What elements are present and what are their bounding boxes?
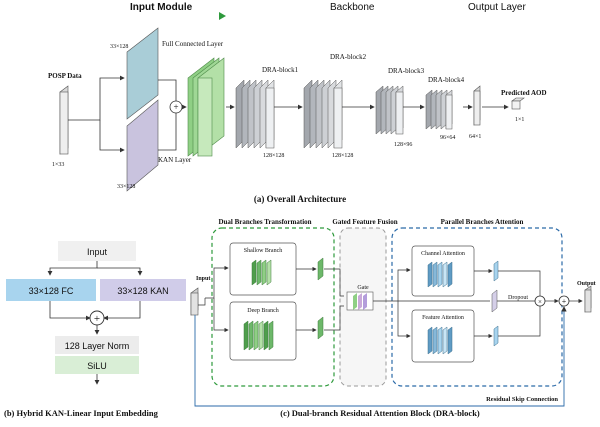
panel-a-caption: (a) Overall Architecture bbox=[254, 194, 346, 204]
feature-layer bbox=[432, 326, 438, 355]
channel-attention-label: Channel Attention bbox=[421, 251, 465, 257]
channel-layer bbox=[427, 261, 433, 288]
b-norm-label: 128 Layer Norm bbox=[65, 341, 130, 351]
gate-label: Gate bbox=[357, 285, 369, 291]
parallel-attention-title: Parallel Branches Attention bbox=[441, 218, 524, 226]
b-silu-label: SiLU bbox=[87, 361, 107, 371]
panel-b: Input 33×128 FC 33×128 KAN + 128 Layer N… bbox=[4, 241, 186, 418]
deep-layer bbox=[248, 320, 254, 351]
deep-layer bbox=[268, 320, 274, 351]
deep-layer bbox=[258, 320, 264, 351]
header: Input Module Backbone Output Layer bbox=[56, 2, 552, 20]
c-output-label: Output bbox=[577, 281, 596, 287]
dropout-label: Dropout bbox=[508, 295, 528, 301]
dra-block4-dim: 96×64 bbox=[440, 135, 455, 141]
panel-c-caption: (c) Dual-branch Residual Attention Block… bbox=[280, 408, 480, 418]
deep-layer bbox=[253, 320, 259, 351]
dra-block2-dim: 128×128 bbox=[332, 153, 353, 159]
kan-layer-label: KAN Layer bbox=[158, 156, 192, 164]
svg-text:+: + bbox=[173, 102, 178, 112]
dra-block3-label: DRA-block3 bbox=[388, 67, 425, 75]
input-arrowhead bbox=[219, 12, 226, 20]
posp-data-vector bbox=[59, 91, 69, 155]
shallow-branch-label: Shallow Branch bbox=[244, 248, 283, 254]
c-input-label: Input bbox=[196, 276, 210, 282]
residual-skip-label: Residual Skip Connection bbox=[486, 396, 558, 403]
fc-dim-label: 33×128 bbox=[110, 44, 128, 50]
feature-layer bbox=[442, 326, 448, 355]
feature-attention-label: Feature Attention bbox=[422, 315, 464, 321]
b-silu-box bbox=[55, 356, 139, 374]
dual-branches-title: Dual Branches Transformation bbox=[218, 218, 311, 226]
svg-text:+: + bbox=[562, 297, 567, 306]
deep-branch-label: Deep Branch bbox=[247, 308, 279, 314]
b-norm-box bbox=[55, 336, 139, 354]
predicted-aod-cube bbox=[511, 100, 521, 110]
b-kan-box bbox=[100, 279, 186, 301]
dual-branches-frame bbox=[211, 227, 335, 387]
output-layer-label: Output Layer bbox=[468, 2, 526, 13]
shallow-layer bbox=[261, 259, 267, 286]
b-input-label: Input bbox=[87, 247, 108, 257]
feature-layer bbox=[427, 326, 433, 355]
dra-block4-front bbox=[445, 94, 453, 130]
predicted-aod-label: Predicted AOD bbox=[501, 89, 547, 97]
feature-attention-stack bbox=[427, 326, 453, 355]
c-output-block bbox=[584, 289, 592, 313]
dra-block4-label: DRA-block4 bbox=[428, 76, 465, 84]
dra-block3-dim: 128×96 bbox=[394, 142, 412, 148]
pred-dim: 1×1 bbox=[515, 117, 524, 123]
backbone-label: Backbone bbox=[330, 2, 375, 13]
output-dim: 64×1 bbox=[469, 134, 481, 140]
feature-output bbox=[493, 325, 499, 347]
shallow-layer bbox=[251, 259, 257, 286]
dra-block1-dim: 128×128 bbox=[263, 153, 284, 159]
channel-layer bbox=[442, 261, 448, 288]
embedding-stack bbox=[187, 57, 225, 157]
posp-data-label: POSP Data bbox=[48, 72, 82, 80]
shallow-layer bbox=[266, 259, 272, 286]
feature-layer bbox=[447, 326, 453, 355]
b-input-box bbox=[58, 241, 136, 261]
feature-layer bbox=[437, 326, 443, 355]
dra-block2-front bbox=[333, 87, 343, 149]
shallow-output bbox=[317, 257, 324, 281]
channel-layer bbox=[447, 261, 453, 288]
channel-attention-stack bbox=[427, 261, 453, 288]
channel-layer bbox=[432, 261, 438, 288]
fc-layer-label: Full Connected Layer bbox=[162, 40, 224, 48]
b-fc-label: 33×128 FC bbox=[29, 286, 74, 296]
kan-layer-block bbox=[126, 99, 159, 192]
deep-layer bbox=[243, 320, 249, 351]
kan-dim-label: 33×128 bbox=[117, 184, 135, 190]
svg-text:×: × bbox=[538, 298, 542, 306]
dra-block1-front bbox=[265, 87, 275, 149]
deep-layer bbox=[263, 320, 269, 351]
channel-output bbox=[493, 260, 499, 282]
gated-fusion-title: Gated Feature Fusion bbox=[332, 218, 397, 226]
input-module-label: Input Module bbox=[130, 2, 193, 13]
panel-c: Dual Branches Transformation Gated Featu… bbox=[190, 218, 596, 418]
shallow-layer bbox=[256, 259, 262, 286]
svg-text:+: + bbox=[94, 313, 100, 325]
panel-a: POSP Data 1×33 33×128 Full Connected Lay… bbox=[48, 27, 547, 204]
output-vector bbox=[473, 90, 481, 126]
deep-output bbox=[317, 316, 324, 340]
dra-block1-label: DRA-block1 bbox=[262, 66, 299, 74]
dra-blocks bbox=[235, 79, 453, 149]
deep-branch-stack bbox=[243, 320, 274, 351]
fc-layer-block bbox=[126, 27, 159, 120]
dra-block3-front bbox=[395, 91, 404, 135]
residual-skip-path bbox=[194, 306, 567, 407]
posp-dim-label: 1×33 bbox=[52, 162, 64, 168]
c-input-block bbox=[190, 292, 199, 316]
b-kan-label: 33×128 KAN bbox=[117, 286, 168, 296]
b-fc-box bbox=[6, 279, 96, 301]
panel-b-caption: (b) Hybrid KAN-Linear Input Embedding bbox=[4, 408, 159, 418]
shallow-branch-stack bbox=[251, 259, 272, 286]
channel-layer bbox=[437, 261, 443, 288]
dra-block2-label: DRA-block2 bbox=[330, 53, 367, 61]
dropout-block bbox=[491, 289, 498, 313]
